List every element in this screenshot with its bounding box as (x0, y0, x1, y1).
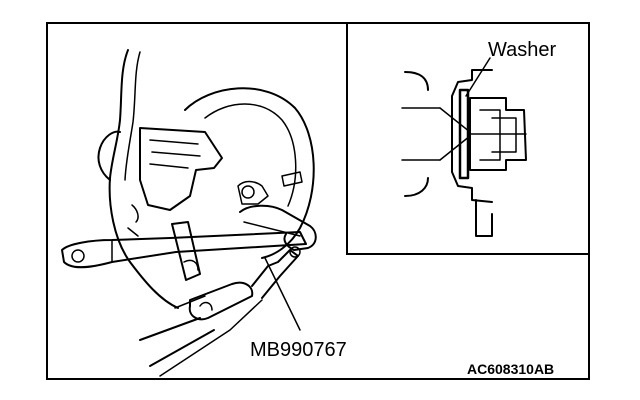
washer-label: Washer (488, 39, 557, 61)
figure-code: AC608310AB (467, 361, 554, 377)
brake-disc (184, 87, 315, 259)
puller-arm (188, 281, 254, 321)
washer-ring (458, 88, 470, 180)
main-illustration (61, 49, 317, 377)
puller-crossbar (171, 221, 201, 281)
tool-leader-line (264, 257, 301, 331)
outer-frame (46, 22, 590, 380)
detail-inset-frame (346, 22, 590, 255)
washer-leader-line (465, 57, 491, 97)
housing-outline (451, 69, 493, 203)
washer-detail (401, 57, 527, 237)
brake-caliper (139, 127, 223, 211)
steering-knuckle (108, 49, 179, 309)
tool-part-label: MB990767 (250, 339, 347, 361)
puller-handle (61, 231, 307, 269)
tie-rod-end (239, 204, 317, 251)
